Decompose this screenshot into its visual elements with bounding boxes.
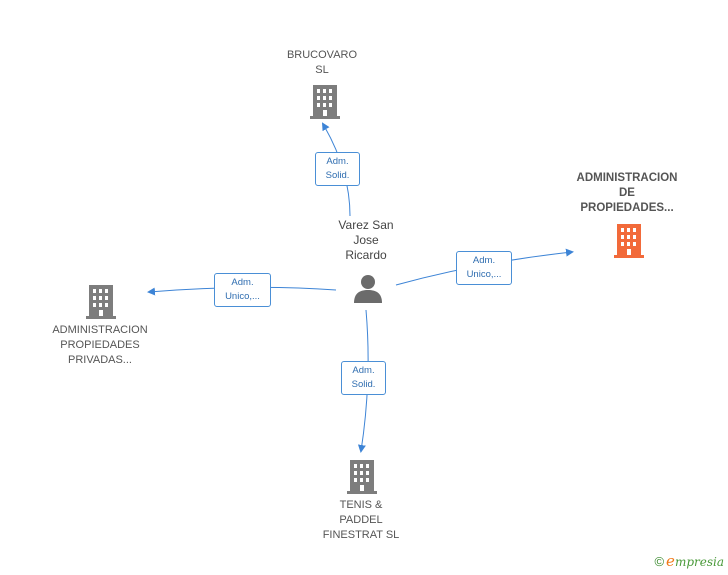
building-icon[interactable] <box>347 458 377 494</box>
edge-label-line: Adm. <box>231 277 254 288</box>
node-label-person[interactable]: Varez San Jose Ricardo <box>316 218 416 263</box>
edge-label-line: Solid. <box>351 379 376 390</box>
label-line: PROPIEDADES... <box>580 202 674 214</box>
node-label-admin-propiedades[interactable]: ADMINISTRACION DE PROPIEDADES... <box>562 171 692 216</box>
building-icon[interactable] <box>613 222 645 258</box>
label-line: BRUCOVARO <box>286 49 358 61</box>
edge-label-line: Unico,... <box>466 269 502 280</box>
label-line: FINESTRAT SL <box>322 529 400 541</box>
edge-label-line: Adm. <box>326 156 349 167</box>
label-line: Ricardo <box>345 248 387 262</box>
building-icon[interactable] <box>86 283 116 319</box>
edge-label-line: Solid. <box>325 170 350 181</box>
node-label-tenis[interactable]: TENIS & PADDEL FINESTRAT SL <box>300 498 422 543</box>
person-icon[interactable] <box>352 272 384 304</box>
copyright-symbol: © <box>654 554 665 569</box>
label-line: DE <box>619 187 635 199</box>
edge-label-to-admin-propiedades[interactable]: Adm. Unico,... <box>456 251 512 285</box>
brand-name: empresia <box>666 552 724 570</box>
edge-label-to-admin-privadas[interactable]: Adm. Unico,... <box>214 273 271 307</box>
node-label-admin-privadas[interactable]: ADMINISTRACION PROPIEDADES PRIVADAS... <box>38 323 162 368</box>
node-label-brucovaro[interactable]: BRUCOVARO SL <box>272 48 372 78</box>
edge-label-line: Adm. <box>472 255 496 266</box>
label-line: Jose <box>353 233 379 247</box>
building-icon[interactable] <box>310 83 340 119</box>
edge-label-line: Adm. <box>352 365 375 376</box>
empresia-watermark: ©empresia <box>654 552 724 570</box>
label-line: Varez San <box>338 218 394 232</box>
label-line: PRIVADAS... <box>68 354 132 366</box>
label-line: ADMINISTRACION <box>52 324 148 336</box>
label-line: PADDEL <box>339 514 383 526</box>
edge-label-to-tenis[interactable]: Adm. Solid. <box>341 361 386 395</box>
brand-initial: e <box>666 552 675 570</box>
label-line: SL <box>315 64 329 76</box>
label-line: PROPIEDADES <box>60 339 140 351</box>
edge-label-line: Unico,... <box>225 291 260 302</box>
brand-rest: mpresia <box>674 555 724 569</box>
label-line: ADMINISTRACION <box>576 172 678 184</box>
edge-label-to-brucovaro[interactable]: Adm. Solid. <box>315 152 360 186</box>
label-line: TENIS & <box>339 499 383 511</box>
